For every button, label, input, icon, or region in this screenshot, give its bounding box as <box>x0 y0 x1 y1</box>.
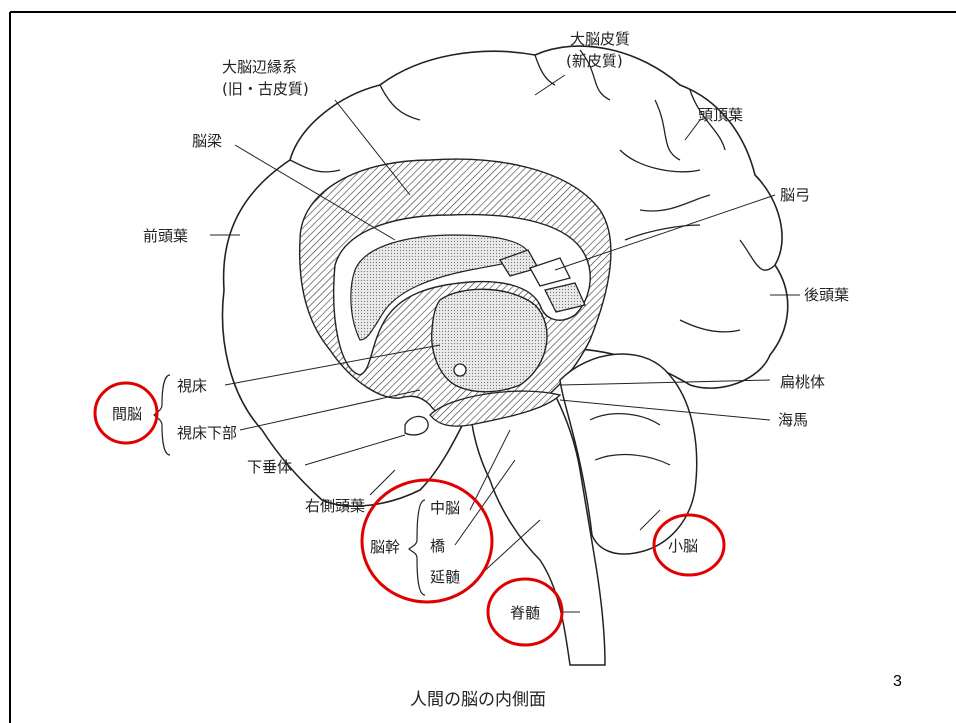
label-cerebral-cortex-line2: (新皮質) <box>566 52 623 70</box>
label-frontal-lobe: 前頭葉 <box>143 227 188 245</box>
label-spinal-cord: 脊髄 <box>510 604 540 622</box>
label-medulla: 延髄 <box>430 568 460 586</box>
label-hypothalamus: 視床下部 <box>177 424 237 442</box>
figure-caption: 人間の脳の内側面 <box>410 690 546 710</box>
label-pons: 橋 <box>430 537 445 555</box>
brainstem-brace <box>409 500 425 595</box>
thalamus-region <box>432 289 547 391</box>
label-fornix: 脳弓 <box>780 186 810 204</box>
label-brainstem: 脳幹 <box>370 538 400 556</box>
label-limbic-system-line2: (旧・古皮質) <box>222 80 309 98</box>
label-parietal-lobe: 頭頂葉 <box>698 106 743 124</box>
label-cerebral-cortex-line1: 大脳皮質 <box>570 30 630 48</box>
label-amygdala: 扁桃体 <box>780 373 825 391</box>
label-occipital-lobe: 後頭葉 <box>804 286 849 304</box>
label-corpus-callosum: 脳梁 <box>192 132 222 150</box>
label-midbrain: 中脳 <box>430 499 460 517</box>
mammillary-body <box>454 364 466 376</box>
label-temporal-lobe: 右側頭葉 <box>305 497 365 515</box>
label-hippocampus: 海馬 <box>778 411 808 429</box>
label-limbic-system-line1: 大脳辺縁系 <box>222 58 297 76</box>
label-thalamus: 視床 <box>177 377 207 395</box>
page-number: 3 <box>893 673 902 691</box>
label-pituitary: 下垂体 <box>247 458 292 476</box>
label-diencephalon: 間脳 <box>112 405 142 423</box>
label-cerebellum: 小脳 <box>668 537 698 555</box>
